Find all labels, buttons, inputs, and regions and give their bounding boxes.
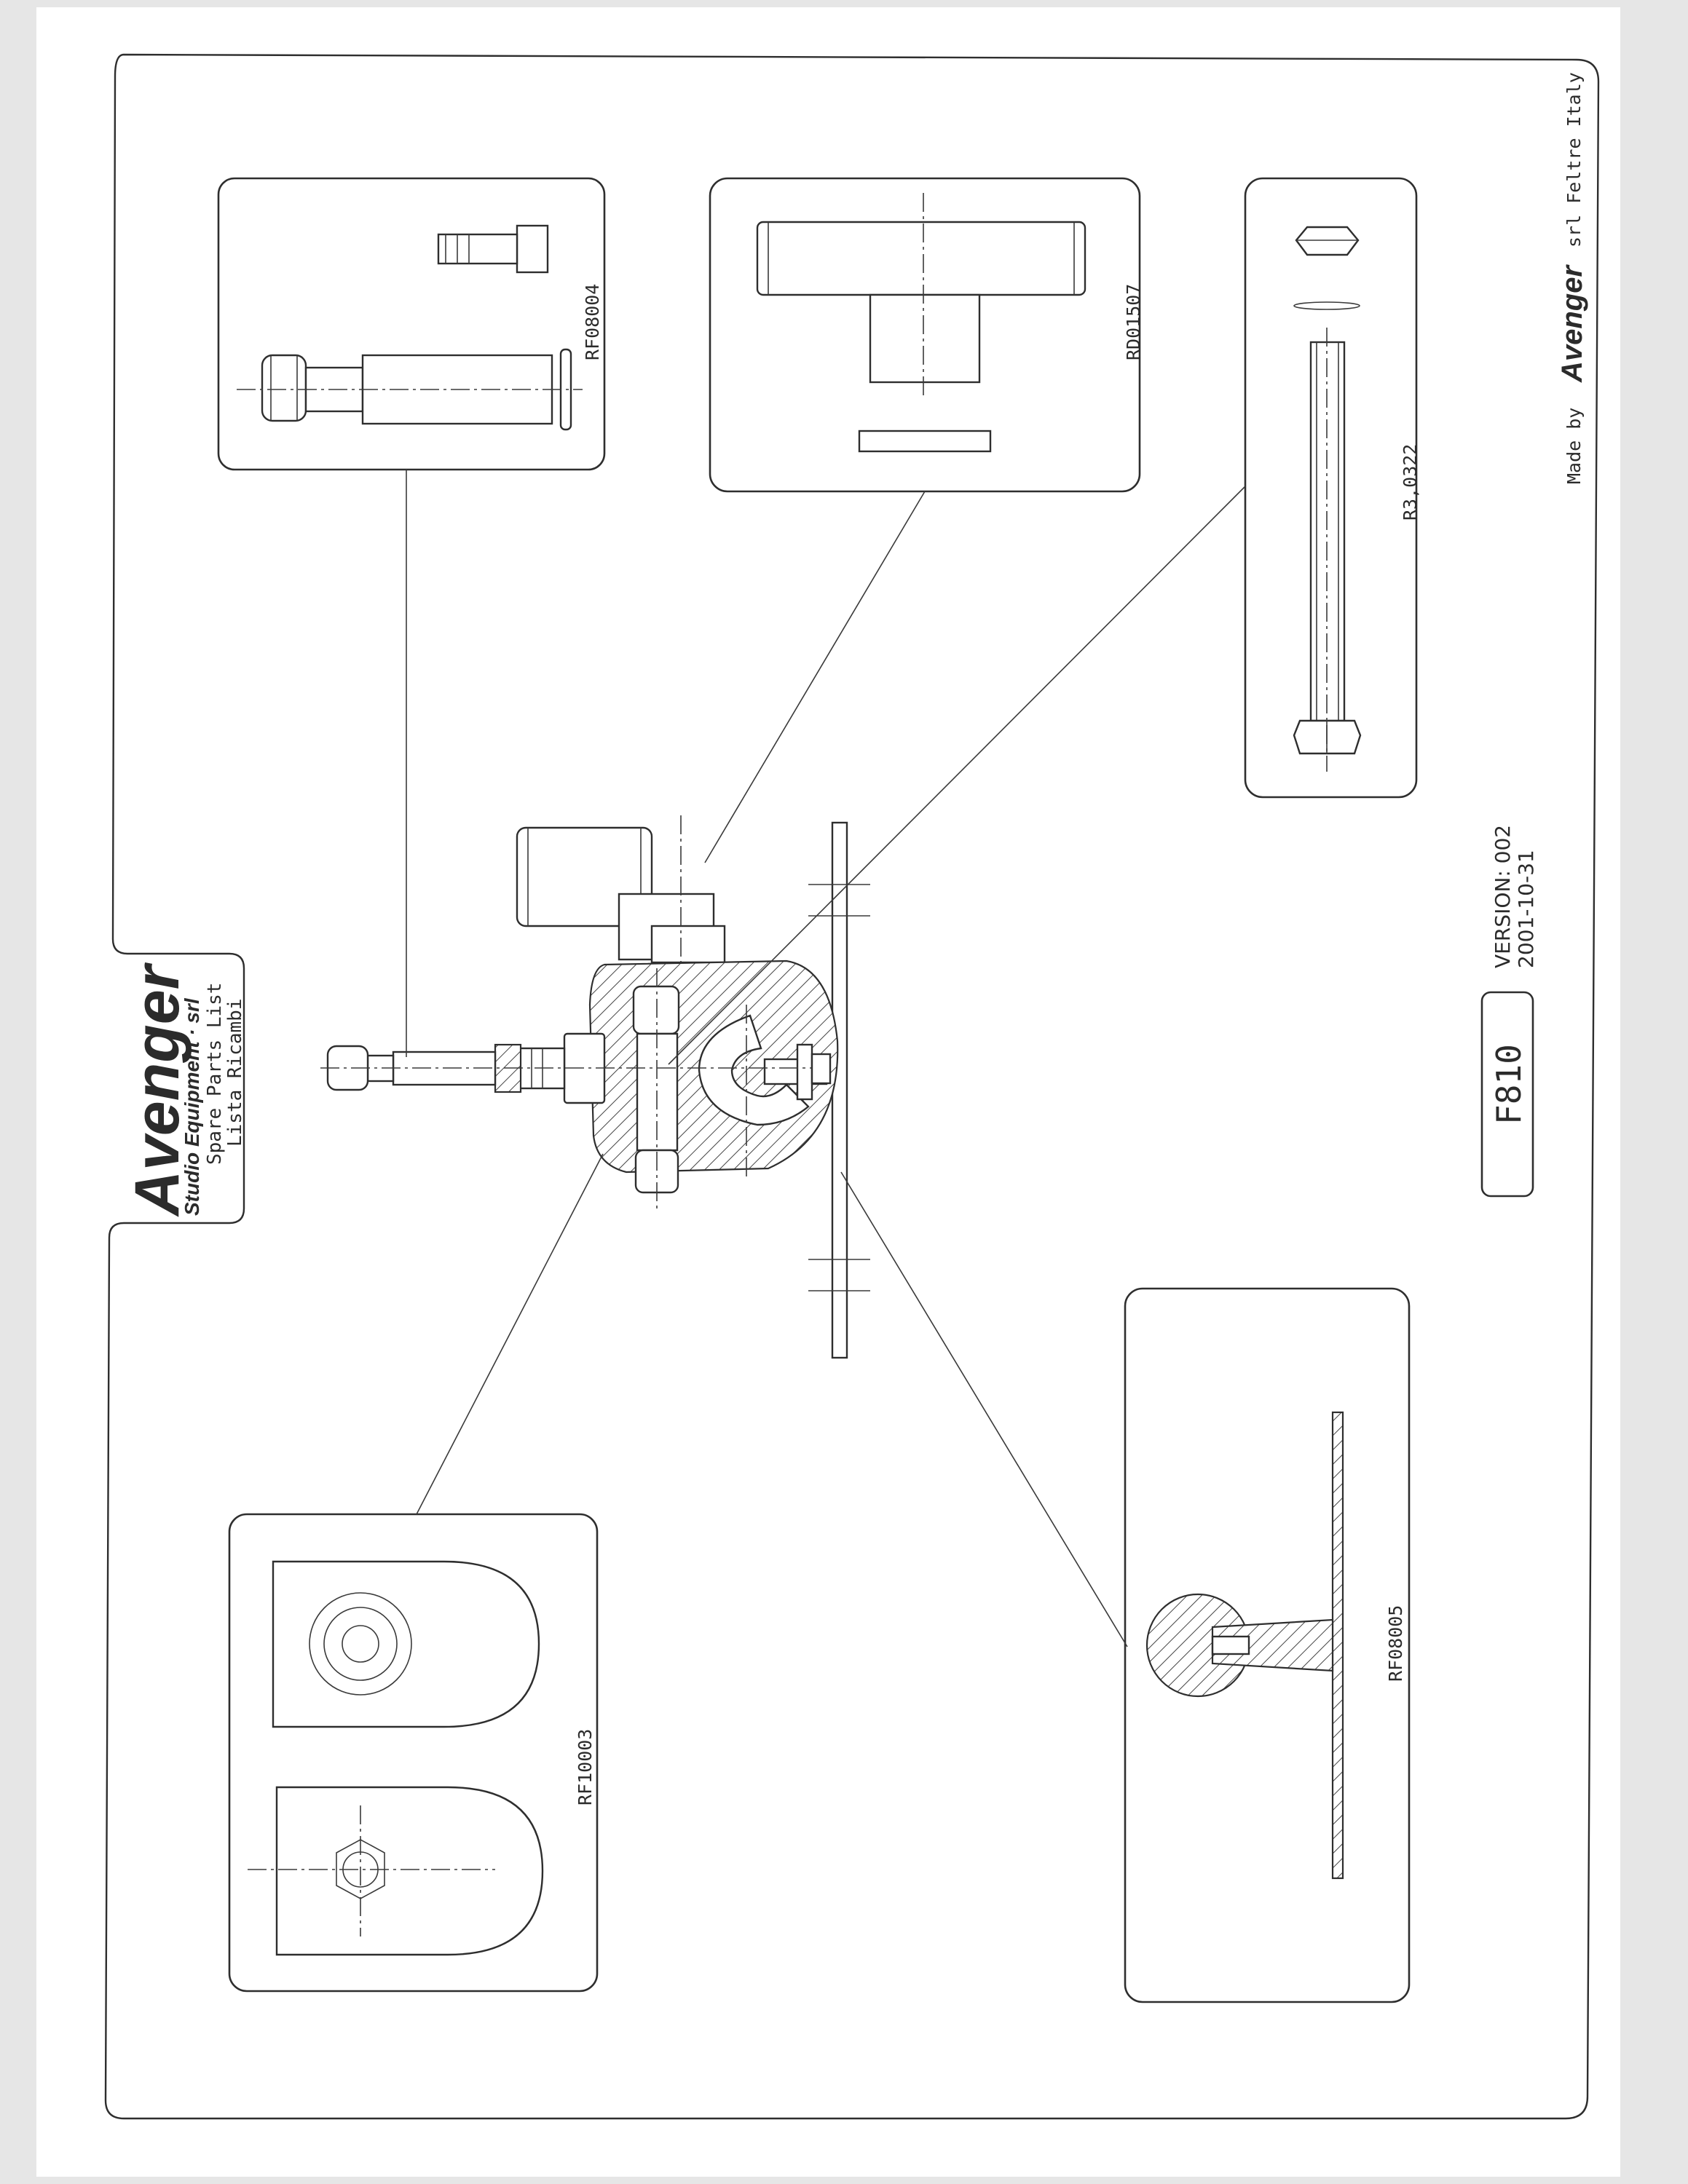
assembly-drawing [320,815,870,1359]
footer-suffix: srl Feltre Italy [1563,72,1585,248]
version-block: VERSION: 002 2001-10-31 [1486,808,1544,983]
brand-name: Avenger [122,962,192,1217]
footer-prefix: Made by [1563,408,1585,484]
part-panel-r30322: R3,0322 [1244,177,1421,799]
part-panel-rd01507: RD01507 [709,177,1144,493]
part-code-rd01507: RD01507 [1123,284,1144,360]
part-code-rf10003: RF10003 [575,1729,596,1805]
brand-line-1: Spare Parts List [204,983,226,1165]
part-panel-rf08004: RF08004 [217,177,606,471]
part-panel-rf08005: RF08005 [1124,1287,1411,2003]
part-code-rf08005: RF08005 [1385,1605,1406,1682]
model-box: F810 [1480,991,1534,1198]
model-code: F810 [1489,1044,1529,1125]
leader-lines [406,470,1246,1647]
footer-brand: Avenger [1556,264,1588,383]
brand-logo: Avenger Studio Equipment · srl Spare Par… [122,962,246,1217]
footer-credit: Made by Avenger srl Feltre Italy [1556,72,1588,484]
part-panel-rf10003: RF10003 [228,1513,599,1993]
sheet-border [104,53,1600,2120]
part-code-rf08004: RF08004 [582,284,603,360]
brand-line-2: Lista Ricambi [224,999,246,1147]
version-date: 2001-10-31 [1514,850,1538,968]
version-label: VERSION: 002 [1491,825,1515,968]
part-code-r30322: R3,0322 [1400,444,1421,521]
brand-subtitle: Studio Equipment · srl [181,997,203,1216]
